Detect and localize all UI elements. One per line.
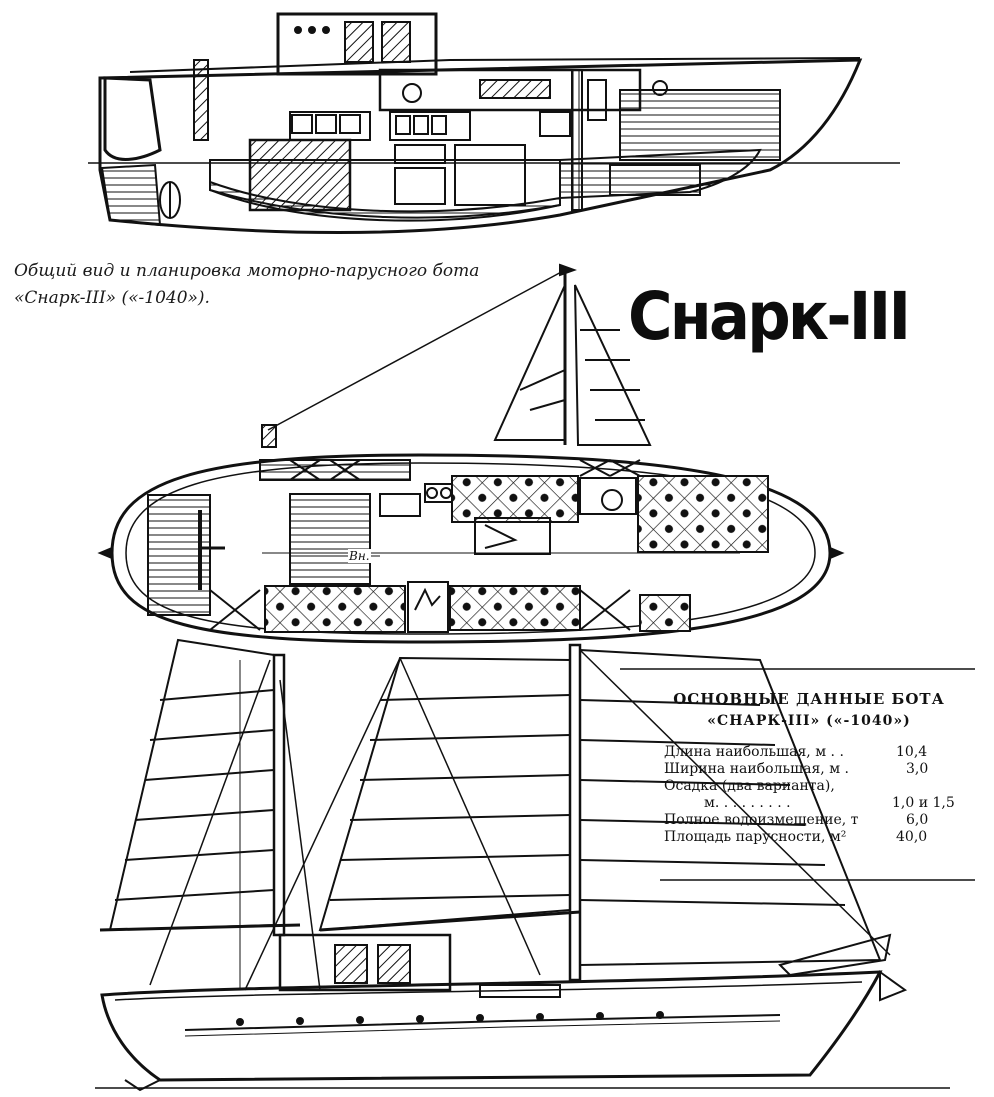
spec-label: м. . . . . . . . . xyxy=(704,795,791,811)
spec-value: 3,0 xyxy=(906,761,929,777)
deck-plan xyxy=(97,263,845,644)
profile-section xyxy=(88,12,900,234)
spec-row: Осадка (два варианта), xyxy=(664,778,964,795)
boat-title: Снарк-III xyxy=(628,278,911,355)
spec-value: 6,0 xyxy=(906,812,929,828)
spec-label: Ширина наибольшая, м . xyxy=(664,761,849,777)
sail-plan xyxy=(95,638,950,1092)
figure-caption: Общий вид и планировка моторно-парусного… xyxy=(14,258,514,312)
caption-line-2: «Снарк-III» («-1040»). xyxy=(14,288,210,308)
specs-table: ОСНОВНЫЕ ДАННЫЕ БОТА «СНАРК-III» («-1040… xyxy=(664,688,964,846)
specs-heading-1: ОСНОВНЫЕ ДАННЫЕ БОТА xyxy=(673,690,945,708)
spec-label: Полное водоизмещение, т xyxy=(664,812,859,828)
caption-line-1: Общий вид и планировка моторно-парусного… xyxy=(14,261,480,281)
spec-label: Осадка (два варианта), xyxy=(664,778,835,794)
spec-row: Ширина наибольшая, м . 3,0 xyxy=(664,761,964,778)
plan-label-vn: Вн. xyxy=(348,549,371,563)
spec-value: 40,0 xyxy=(896,829,928,845)
spec-label: Площадь парусности, м² xyxy=(664,829,847,845)
spec-row: м. . . . . . . . . 1,0 и 1,5 xyxy=(664,795,964,812)
spec-row: Длина наибольшая, м . . 10,4 xyxy=(664,744,964,761)
spec-row: Полное водоизмещение, т 6,0 xyxy=(664,812,964,829)
spec-rules xyxy=(620,668,975,881)
spec-row: Площадь парусности, м² 40,0 xyxy=(664,829,964,846)
spec-label: Длина наибольшая, м . . xyxy=(664,744,844,760)
spec-value: 10,4 xyxy=(896,744,928,760)
specs-heading-2: «СНАРК-III» («-1040») xyxy=(707,713,911,729)
spec-value: 1,0 и 1,5 xyxy=(892,795,955,811)
